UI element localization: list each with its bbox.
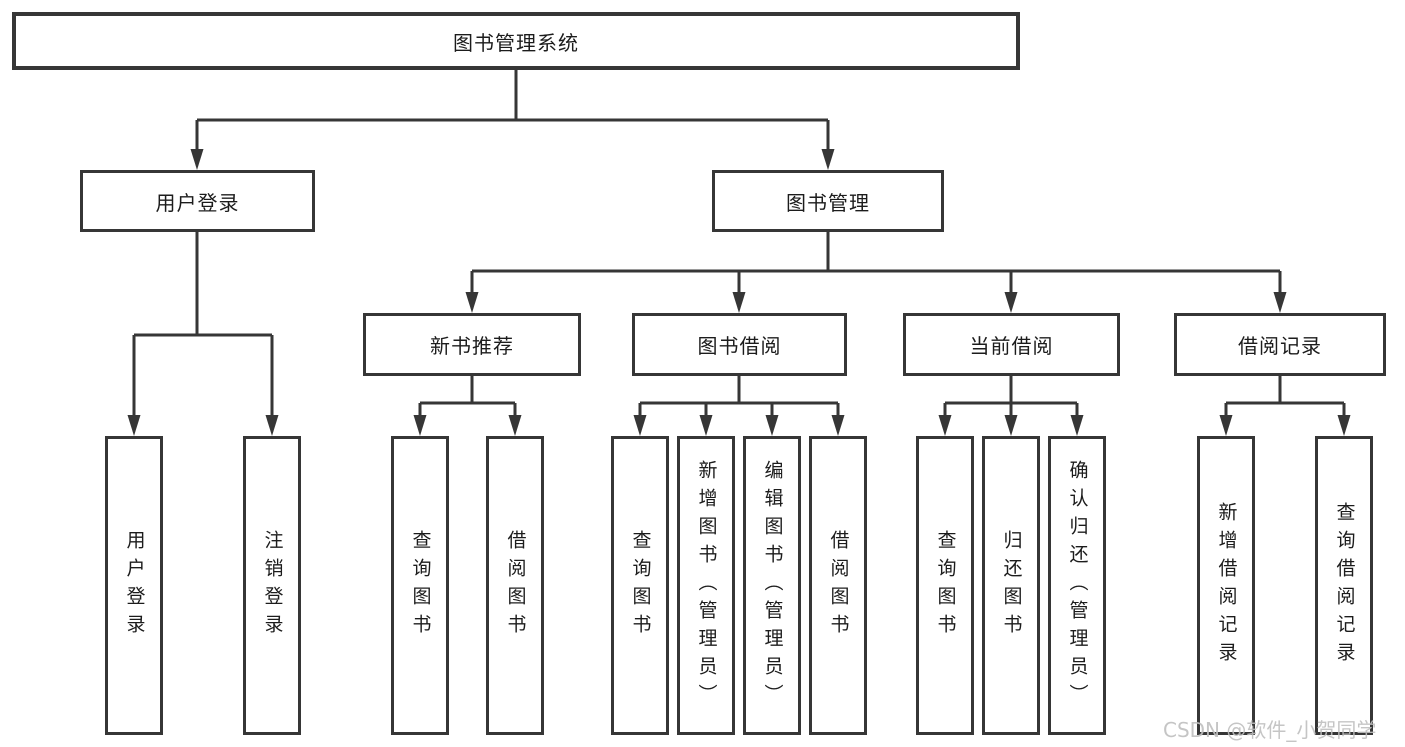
leaf-return-books: 归还图书	[982, 436, 1040, 735]
leaf-query-books-current: 查询图书	[916, 436, 974, 735]
connector-book-borrowing-children	[638, 376, 840, 417]
leaf-label: 确认归还（管理员）	[1066, 459, 1089, 712]
node-label: 用户登录	[155, 190, 240, 215]
leaf-user-login: 用户登录	[105, 436, 163, 735]
connector-borrowing-records-children	[1224, 376, 1346, 417]
connector-new-book-children	[418, 376, 517, 417]
leaf-label: 用户登录	[123, 529, 146, 642]
leaf-borrow-books-recommend: 借阅图书	[486, 436, 544, 735]
connector-current-borrowing-children	[943, 376, 1079, 417]
node-book-management: 图书管理	[712, 170, 944, 232]
node-label: 当前借阅	[969, 334, 1054, 358]
leaf-query-books-recommend: 查询图书	[391, 436, 449, 735]
leaf-logout: 注销登录	[243, 436, 301, 735]
node-new-book-recommendation: 新书推荐	[363, 313, 581, 376]
leaf-add-borrow-record: 新增借阅记录	[1197, 436, 1255, 735]
node-library-management-system: 图书管理系统	[12, 12, 1020, 70]
leaf-label: 借阅图书	[827, 529, 850, 642]
leaf-label: 新增图书（管理员）	[695, 459, 718, 712]
connector-user-login-children	[132, 232, 274, 417]
leaf-label: 查询图书	[409, 529, 432, 642]
node-label: 图书管理系统	[453, 30, 579, 55]
leaf-edit-book-admin: 编辑图书（管理员）	[743, 436, 801, 735]
node-current-borrowing: 当前借阅	[903, 313, 1120, 376]
connector-root-to-level2	[195, 70, 830, 151]
node-label: 借阅记录	[1238, 334, 1322, 358]
leaf-label: 新增借阅记录	[1215, 501, 1238, 670]
leaf-query-borrow-record: 查询借阅记录	[1315, 436, 1373, 735]
leaf-label: 借阅图书	[504, 529, 527, 642]
leaf-label: 编辑图书（管理员）	[761, 459, 784, 712]
csdn-watermark: CSDN @软件_小贺同学	[1163, 718, 1377, 742]
leaf-label: 查询图书	[629, 529, 652, 642]
node-borrowing-records: 借阅记录	[1174, 313, 1386, 376]
leaf-confirm-return-admin: 确认归还（管理员）	[1048, 436, 1106, 735]
leaf-label: 归还图书	[1000, 529, 1023, 642]
node-label: 图书管理	[786, 190, 870, 215]
leaf-query-books-borrowing: 查询图书	[611, 436, 669, 735]
connector-book-management-children	[470, 232, 1282, 294]
leaf-label: 查询借阅记录	[1333, 501, 1356, 670]
leaf-label: 查询图书	[934, 529, 957, 642]
leaf-add-book-admin: 新增图书（管理员）	[677, 436, 735, 735]
node-user-login: 用户登录	[80, 170, 315, 232]
node-label: 图书借阅	[697, 334, 782, 358]
node-book-borrowing: 图书借阅	[632, 313, 847, 376]
leaf-borrow-books-borrowing: 借阅图书	[809, 436, 867, 735]
leaf-label: 注销登录	[261, 529, 284, 642]
node-label: 新书推荐	[430, 334, 514, 358]
